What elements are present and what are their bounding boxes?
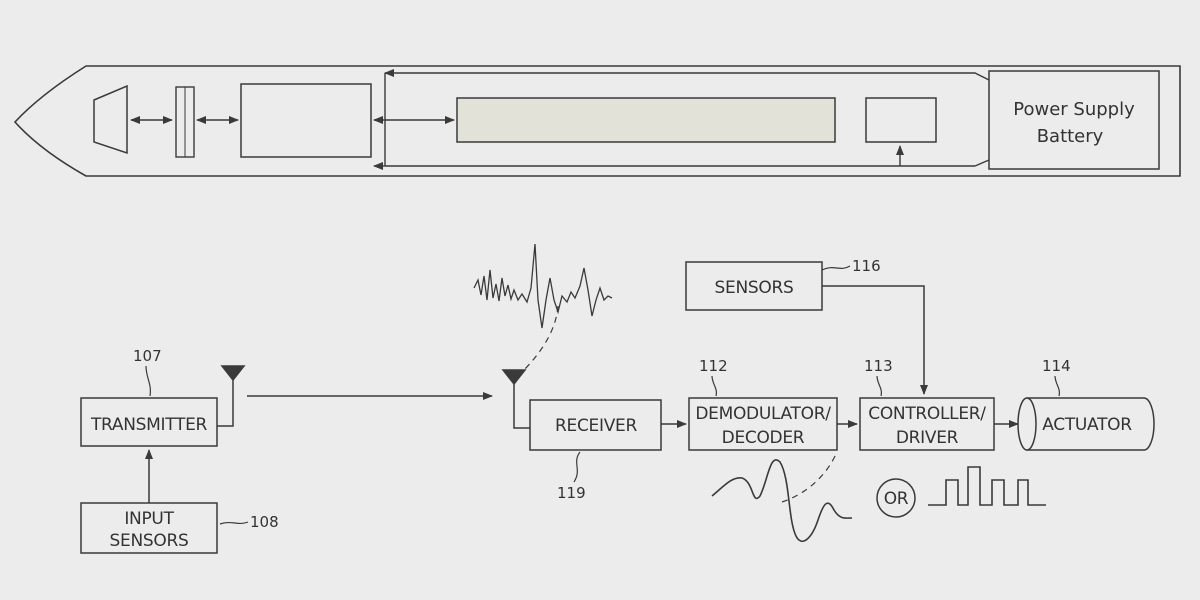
ref-112: 112: [699, 357, 728, 375]
or-label: OR: [884, 489, 909, 509]
input-sensors-label-line2: SENSORS: [110, 531, 189, 551]
received-waveform: [473, 243, 613, 329]
input-sensors-label-line1: INPUT: [124, 509, 174, 529]
pulse-train-waveform: [928, 466, 1046, 506]
receiver-label: RECEIVER: [555, 416, 637, 436]
ref-108: 108: [250, 513, 279, 531]
power-supply-battery-box: [988, 70, 1160, 170]
demodulator-label-line1: DEMODULATOR/: [695, 404, 831, 424]
transmitter-block: [80, 397, 218, 447]
transmitter-label: TRANSMITTER: [90, 415, 208, 435]
arrow-sensors-to-controller: [822, 285, 928, 395]
actuator-label: ACTUATOR: [1042, 415, 1132, 435]
ref-116: 116: [852, 257, 881, 275]
or-circle: [876, 478, 916, 518]
sensors-label: SENSORS: [715, 278, 794, 298]
power-supply-label: Power Supply: [1013, 99, 1135, 120]
ref-114: 114: [1042, 357, 1071, 375]
demodulator-label-line2: DECODER: [722, 428, 805, 448]
ref-119: 119: [557, 484, 586, 502]
decoded-waveform-leader-dashed: [781, 453, 837, 503]
receiver-antenna: [501, 369, 530, 429]
controller-label-line2: DRIVER: [896, 428, 959, 448]
pen-module-box: [865, 97, 937, 143]
waveform-leader-dashed: [521, 305, 559, 373]
pen-tip-element: [93, 84, 128, 155]
ref-107: 107: [133, 347, 162, 365]
receiver-block: [529, 399, 662, 451]
power-bus-lines: [373, 69, 990, 170]
pen-body: [13, 65, 1181, 177]
decoded-waveform: [711, 459, 853, 542]
ref-113: 113: [864, 357, 893, 375]
transmitter-antenna: [217, 365, 246, 427]
actuator-block: [1017, 397, 1155, 451]
battery-label: Battery: [1037, 126, 1104, 147]
controller-label-line1: CONTROLLER/: [868, 404, 986, 424]
pen-actuator-box: [240, 83, 372, 158]
pen-display-strip: [456, 97, 836, 143]
